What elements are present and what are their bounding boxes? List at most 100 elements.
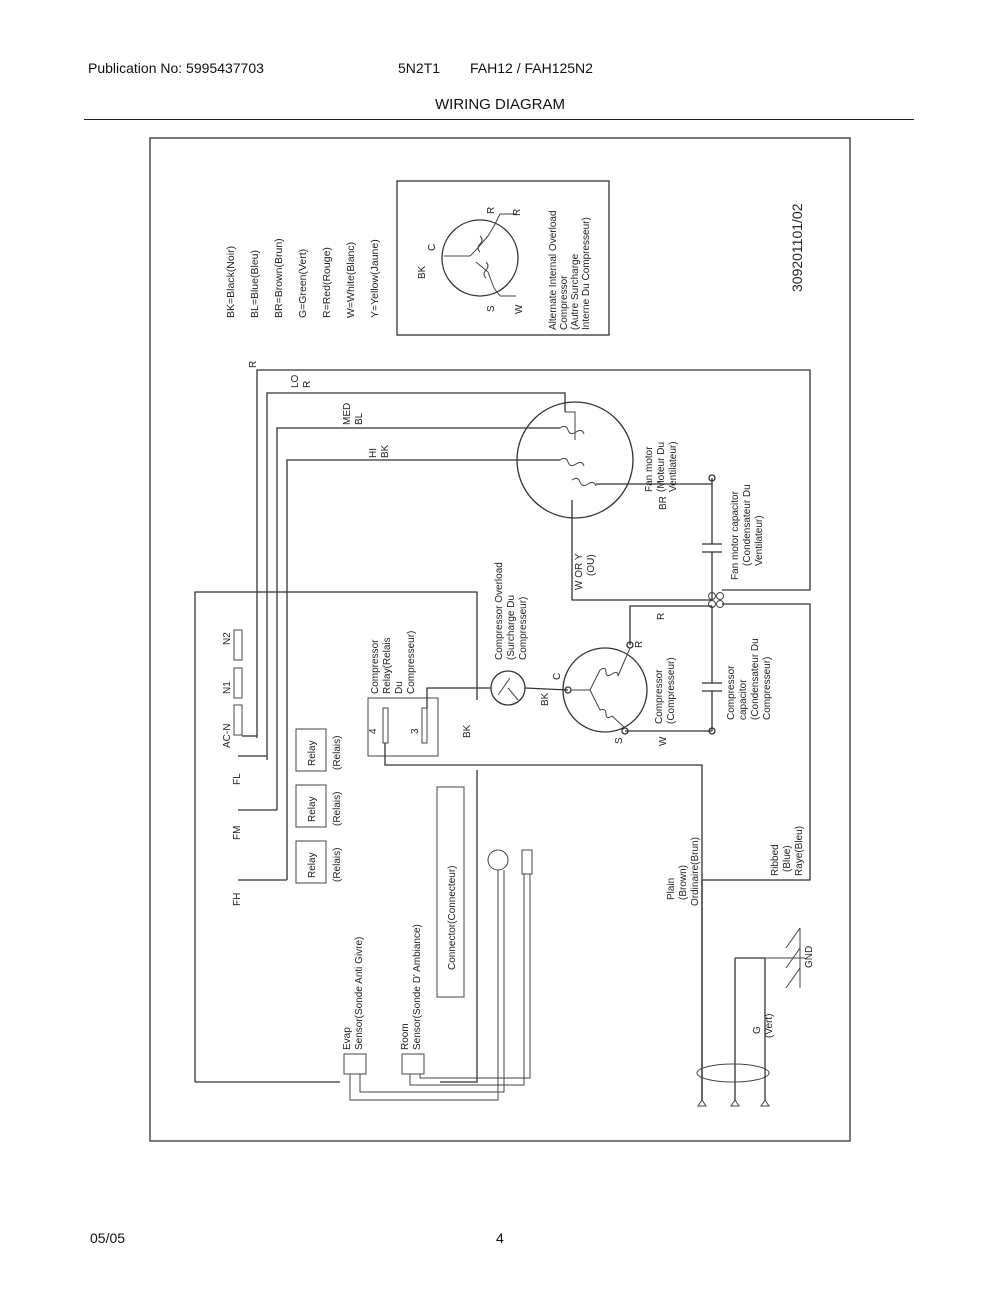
legend-green: G=Green(Vert): [297, 249, 309, 318]
comp-cap-line4: Compresseur): [762, 657, 773, 720]
compressor-line2: (Compresseur): [666, 657, 677, 724]
legend-white: W=White(Blanc): [345, 242, 357, 318]
header-rule: [84, 119, 914, 120]
relay-pin-4-label: 4: [368, 728, 379, 734]
wire-hi: [286, 459, 560, 880]
relay-3: [295, 840, 327, 884]
junction-1: [708, 592, 716, 600]
alt-terminal-c: C: [427, 244, 438, 251]
connector-box: [436, 786, 465, 998]
cord-ends: [697, 1099, 770, 1107]
control-board-right: [440, 770, 478, 1083]
relay-2-label: Relay: [307, 796, 318, 822]
wire-plain: [384, 743, 703, 880]
control-board-outline: [194, 591, 478, 1082]
comp-overload-line1: Compressor Overload: [494, 562, 505, 660]
fan-cap-label: Fan motor capacitor (Condensateur Du Ven…: [730, 484, 765, 580]
evap-sensor-probe: [521, 849, 533, 875]
compressor-line1: Compressor: [654, 669, 665, 724]
alt-compressor-windings: [444, 213, 501, 297]
fan-motor-label: Fan motor (Moteur Du Ventilateur) BR W O…: [574, 441, 679, 590]
legend-red: R=Red(Rouge): [321, 247, 333, 318]
terminal-acn: [233, 704, 243, 736]
relay-2-relais: (Relais): [332, 792, 343, 826]
wire-label-ou: (OU): [586, 554, 597, 576]
legend-black: BK=Black(Noir): [225, 246, 237, 318]
ribbed-line1: Ribbed: [770, 844, 781, 876]
compressor-overload-contact: [497, 677, 519, 701]
room-sensor-line1: Room: [400, 1023, 411, 1050]
plain-line3: Ordinaire(Brun): [690, 837, 701, 906]
alt-overload-line3: (Autre Surcharge: [570, 253, 581, 330]
room-sensor-socket: [401, 1053, 425, 1075]
wire-label-hi-bk: BK: [380, 444, 391, 458]
comp-cap-line3: (Condensateur Du: [750, 638, 761, 720]
wire-compressor-r: [629, 605, 712, 645]
publication-number: Publication No: 5995437703: [88, 60, 264, 76]
alt-compressor-coils: [477, 235, 489, 279]
relay-1-label: Relay: [307, 740, 318, 766]
alt-overload-label: Alternate Internal Overload Compressor (…: [548, 210, 592, 330]
cord-end-ground: [730, 1099, 740, 1107]
relay-pin-3: [421, 707, 428, 744]
terminal-n1: [233, 667, 243, 699]
fan-motor-line3: Ventilateur): [668, 441, 679, 492]
wire-label-hi: HI: [368, 448, 379, 458]
wire-label-comp-c: C: [552, 673, 563, 680]
alt-overload-line4: Interne Du Compresseur): [581, 217, 592, 330]
ground-slash-2: [785, 947, 801, 969]
alt-terminal-r2: R: [512, 209, 523, 216]
fan-cap-terminal: [708, 474, 716, 482]
label-fm: FM: [232, 826, 243, 840]
relay-1-relais: (Relais): [332, 736, 343, 770]
fan-motor-line2: (Moteur Du: [656, 442, 667, 492]
relay-3-relais: (Relais): [332, 848, 343, 882]
wire-label-lo: LO: [290, 374, 301, 388]
ground-slash-3: [785, 967, 801, 989]
legend-blue: BL=Blue(Bleu): [249, 250, 261, 318]
label-fh: FH: [232, 893, 243, 906]
cord-end-plain: [697, 1099, 707, 1107]
ground-line2: (Vert): [764, 1014, 775, 1038]
ground-symbol: [765, 927, 805, 989]
compressor-labels: BK C R S W Compressor (Compresseur): [540, 641, 677, 746]
evap-sensor-wire-a: [409, 874, 525, 1086]
wire-relay-to-overload: [426, 687, 491, 708]
legend-yellow: Y=Yellow(Jaune): [369, 239, 381, 318]
cord-labels: Plain (Brown) Ordinaire(Brun) Ribbed (Bl…: [666, 826, 815, 1038]
fan-motor-w-lead: [571, 500, 712, 601]
alt-terminal-bk: BK: [417, 265, 428, 279]
evap-sensor-line1: Evap: [342, 1027, 353, 1050]
gnd-label: GND: [804, 946, 815, 968]
wire-labels: R LO R MED BL HI BK: [248, 361, 391, 458]
page-number: 4: [496, 1230, 504, 1246]
fan-cap-line1: Fan motor capacitor: [730, 490, 741, 580]
wire-overload-to-c: [524, 687, 569, 691]
connector-label: Connector(Connecteur): [447, 866, 458, 971]
wire-label-comp-bk: BK: [540, 692, 551, 706]
compressor-overload-label: Compressor Overload (Surcharge Du Compre…: [494, 562, 529, 660]
compressor-windings: [571, 647, 631, 729]
comp-overload-line3: Compresseur): [518, 597, 529, 660]
relay-2: [295, 784, 327, 828]
evap-sensor-socket: [343, 1053, 367, 1075]
wire-label-comp-s: S: [614, 737, 625, 744]
color-legend: BK=Black(Noir) BL=Blue(Bleu) BR=Brown(Br…: [225, 238, 381, 318]
footer-date: 05/05: [90, 1230, 126, 1246]
wire-label-br: BR: [658, 496, 669, 510]
room-sensor-line2: Sensor(Sonde D' Ambiance): [412, 924, 423, 1050]
cord-end-ribbed: [760, 1099, 770, 1107]
relay-pin-4: [382, 707, 389, 744]
alt-terminal-s: S: [486, 305, 497, 312]
wire-label-comp-r2: R: [656, 613, 667, 620]
part-number: 309201101/02: [789, 203, 805, 292]
alt-overload-line2: Compressor: [559, 275, 570, 330]
alt-terminal-r1: R: [486, 207, 497, 214]
comp-cap-line1: Compressor: [726, 665, 737, 720]
alt-overload-box: [396, 180, 610, 336]
fan-cap-line2: (Condensateur Du: [742, 484, 753, 566]
relay-1: [295, 728, 327, 772]
alt-terminal-w: W: [514, 304, 525, 314]
comp-cap-label: Compressor capacitor (Condensateur Du Co…: [656, 613, 773, 720]
relay-labels: Relay Relay Relay (Relais) (Relais) (Rel…: [307, 736, 343, 882]
